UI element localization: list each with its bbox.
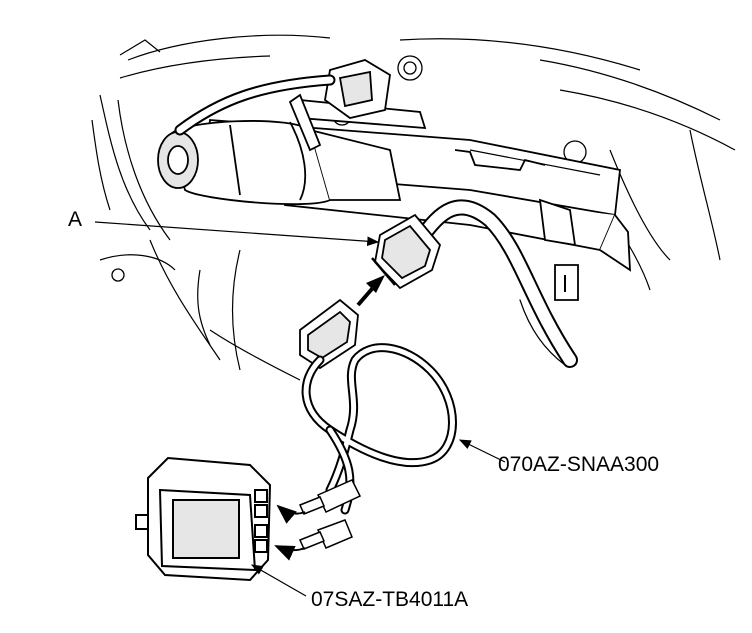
connector-a [371, 213, 442, 290]
vehicle-harness [412, 199, 578, 368]
actuator-unit [157, 120, 402, 206]
upper-connector [174, 59, 391, 152]
banana-plugs [298, 479, 362, 550]
mating-arrow [356, 275, 385, 307]
leader-a [94, 221, 380, 247]
leader-lines [94, 221, 506, 597]
plug-in-arrows [274, 504, 306, 561]
test-harness-coil [301, 343, 457, 515]
test-box [135, 456, 272, 582]
callout-test-harness: 070AZ-SNAA300 [498, 453, 660, 476]
callout-connector-a: A [68, 208, 83, 231]
leader-box [250, 564, 307, 597]
leader-harness [458, 439, 506, 463]
test-harness-connector [299, 298, 359, 370]
callout-test-box: 07SAZ-TB4011A [311, 588, 469, 611]
